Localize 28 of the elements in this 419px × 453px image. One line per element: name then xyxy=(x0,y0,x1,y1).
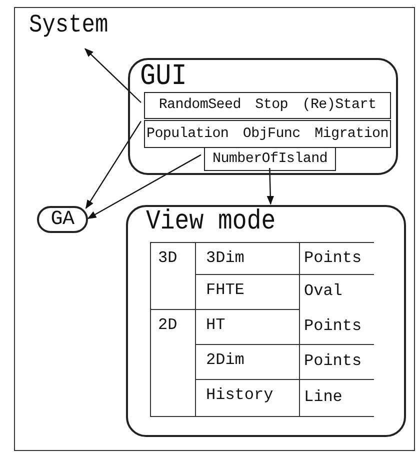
table-cell-text: Line xyxy=(304,388,342,408)
table-cell-text: History xyxy=(206,386,274,406)
node-text: GA xyxy=(50,210,74,230)
node-title: GUI xyxy=(140,61,187,91)
table-cell-text: Points xyxy=(304,316,362,336)
table-cell-text: 3D xyxy=(158,249,178,268)
node-title: System xyxy=(29,13,108,38)
node-text: RandomSeed Stop (Re)Start xyxy=(158,98,376,113)
field-group-box xyxy=(144,120,391,148)
node-text: NumberOfIsland xyxy=(212,152,328,166)
system-frame xyxy=(14,7,415,451)
table-cell-text: 3Dim xyxy=(206,249,244,268)
rounded-panel xyxy=(126,205,406,437)
table-cell-text: 2D xyxy=(158,316,178,336)
rounded-panel xyxy=(128,58,398,175)
node-title: View mode xyxy=(146,209,276,237)
node-text: Population ObjFunc Migration xyxy=(146,126,388,142)
field-group-box xyxy=(204,147,336,171)
table-cell-text: Points xyxy=(304,248,362,268)
table-cell-text: Points xyxy=(304,352,362,372)
field-group-box xyxy=(144,92,391,119)
table-cell-text: HT xyxy=(206,316,226,336)
table-cell-text: Oval xyxy=(304,282,342,302)
arrow xyxy=(84,48,142,103)
arrow xyxy=(266,168,274,205)
arrow xyxy=(85,120,142,209)
table-cell-text: 2Dim xyxy=(206,351,244,370)
table-cell-text: FHTE xyxy=(206,281,244,300)
